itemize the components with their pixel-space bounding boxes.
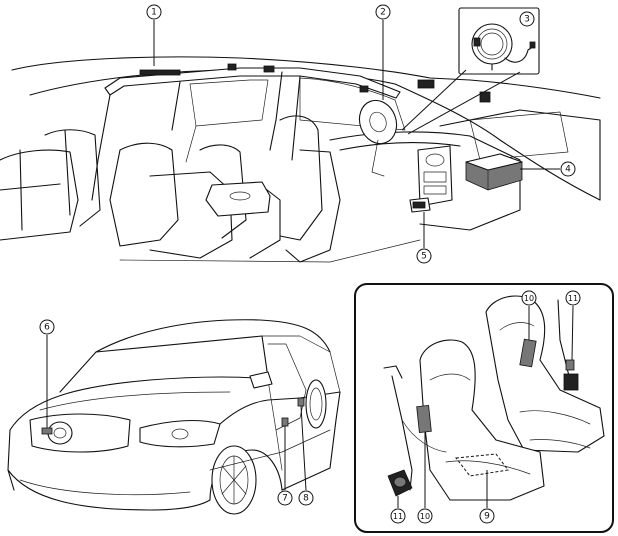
svg-text:2: 2	[380, 8, 386, 18]
side-airbag-module-front	[416, 405, 432, 433]
svg-text:8: 8	[303, 494, 309, 504]
seat-components-inset	[354, 283, 614, 533]
svg-text:1: 1	[151, 8, 157, 18]
side-crash-sensor-front	[281, 417, 289, 427]
svg-text:6: 6	[44, 323, 50, 333]
rear-wheel	[305, 379, 327, 429]
callout-7: 7	[277, 490, 293, 506]
inset-pointer-lines	[401, 69, 521, 135]
svg-text:10: 10	[524, 294, 534, 303]
clock-spring-inset	[458, 7, 540, 75]
callout-5: 5	[416, 248, 432, 264]
svg-text:4: 4	[565, 165, 571, 175]
svg-text:11: 11	[393, 512, 403, 521]
leader-lines	[46, 20, 574, 508]
seat-belt-pretensioner-rear	[563, 373, 579, 391]
svg-text:10: 10	[420, 512, 430, 521]
side-airbag-module-rear	[519, 338, 537, 368]
sas-control-module	[465, 153, 523, 191]
callout-10-rear-seat: 10	[521, 290, 537, 306]
curtain-airbag-inflator	[139, 69, 181, 76]
callout-6: 6	[39, 319, 55, 335]
occupant-classification-sensor	[455, 453, 509, 477]
callout-9: 9	[479, 508, 495, 524]
callout-2: 2	[375, 4, 391, 20]
callout-10-front-seat: 10	[417, 508, 433, 524]
front-crash-sensor	[41, 427, 53, 435]
side-crash-sensor-rear	[297, 397, 305, 407]
callout-11-front-seat: 11	[390, 508, 406, 524]
svg-text:7: 7	[282, 494, 288, 504]
svg-text:11: 11	[568, 294, 578, 303]
svg-text:5: 5	[421, 252, 427, 262]
vehicle-exterior-view	[7, 319, 341, 515]
callout-4: 4	[560, 161, 576, 177]
callout-3: 3	[519, 11, 535, 27]
svg-text:3: 3	[524, 15, 530, 25]
steering-wheel	[358, 99, 398, 145]
svg-text:9: 9	[484, 512, 490, 522]
vehicle-interior-cutaway	[0, 56, 601, 263]
callout-8: 8	[298, 490, 314, 506]
callout-11-rear-seat: 11	[565, 290, 581, 306]
curtain-airbag-module	[104, 67, 401, 99]
callout-1: 1	[146, 4, 162, 20]
